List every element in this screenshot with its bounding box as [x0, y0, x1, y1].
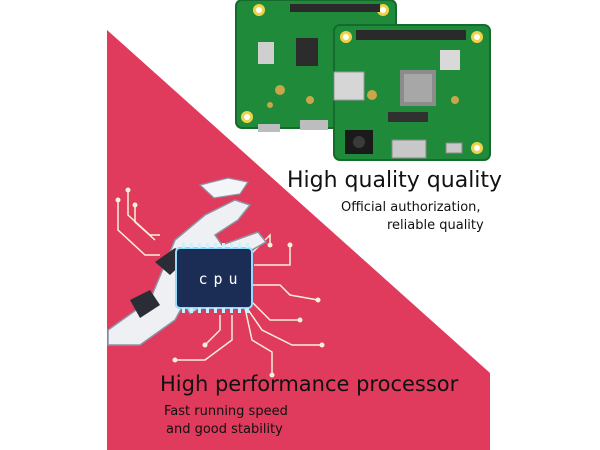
quality-heading: High quality quality [287, 168, 503, 193]
raspberry-pi-board-icon [333, 24, 491, 161]
circuit-nodes [115, 187, 325, 378]
quality-subtext-line-1: Official authorization, [341, 200, 481, 215]
cpu-chip-icon [175, 243, 253, 313]
performance-heading: High performance processor [160, 372, 459, 396]
quality-subtext-line-2: reliable quality [387, 218, 484, 233]
performance-subtext-line-1: Fast running speed [164, 404, 288, 419]
performance-subtext-line-2: and good stability [166, 422, 283, 437]
cpu-chip-label: cpu [198, 270, 244, 288]
